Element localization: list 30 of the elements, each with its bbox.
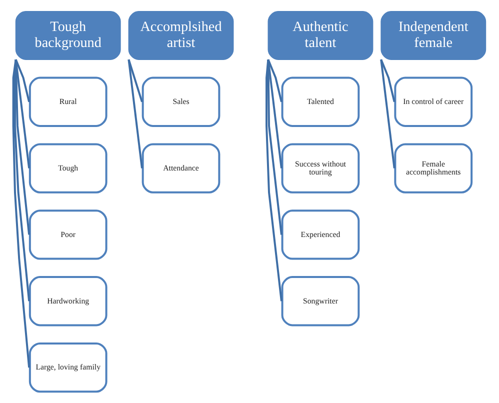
- node-box: Rural: [28, 76, 108, 127]
- node-box: In control of career: [394, 76, 473, 127]
- connector: [14, 60, 30, 235]
- node-box: Sales: [142, 76, 220, 127]
- node-box: Accomplsihed artist: [128, 10, 234, 60]
- node-box: Authentic talent: [268, 10, 374, 60]
- connector: [267, 60, 282, 235]
- node-box: Talented: [281, 76, 360, 127]
- connector: [14, 59, 30, 168]
- node-box: Hardworking: [28, 276, 108, 326]
- node-box: Independent female: [380, 10, 486, 60]
- connector: [380, 59, 396, 102]
- connector: [14, 59, 30, 102]
- connector: [380, 59, 396, 168]
- node-box: Tough background: [15, 10, 121, 60]
- node-box: Poor: [28, 210, 108, 260]
- connector: [266, 59, 282, 302]
- node-box: Songwriter: [281, 276, 360, 326]
- connector: [128, 59, 143, 168]
- node-box: Female accomplishments: [394, 143, 473, 194]
- node-box: Tough: [28, 143, 108, 194]
- node-box: Success without touring: [281, 143, 360, 194]
- connector: [267, 59, 282, 102]
- node-box: Large, loving family: [28, 342, 108, 393]
- connector: [128, 59, 143, 102]
- connector: [267, 59, 282, 168]
- connector: [14, 60, 30, 302]
- connector: [12, 59, 30, 368]
- node-box: Attendance: [142, 143, 220, 194]
- node-box: Experienced: [281, 210, 360, 260]
